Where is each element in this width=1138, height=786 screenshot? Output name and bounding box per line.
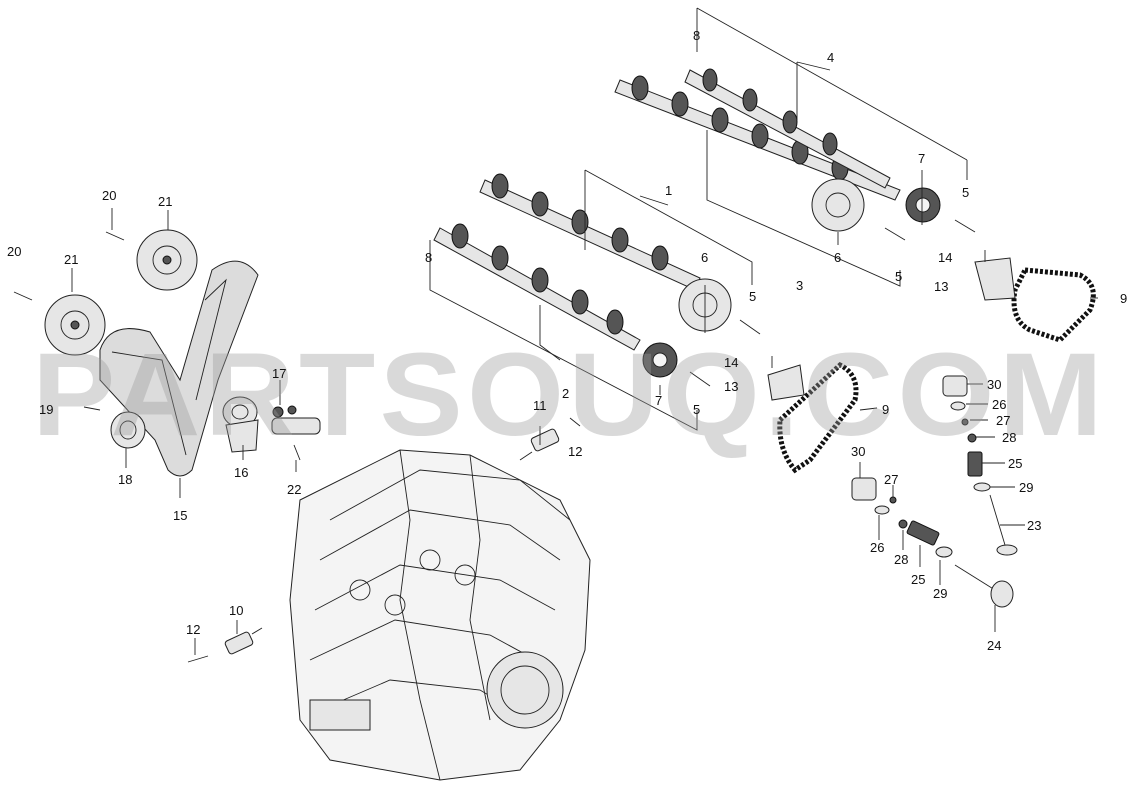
- callout-3[interactable]: 3: [796, 278, 803, 293]
- callout-14[interactable]: 14: [724, 355, 738, 370]
- camshaft-lower-rear[interactable]: [479, 173, 701, 291]
- idler-bolt[interactable]: [83, 406, 101, 411]
- bolt[interactable]: [689, 371, 711, 387]
- watermark-text: PARTSOUQ.COM: [32, 329, 1107, 461]
- callout-27[interactable]: 27: [996, 413, 1010, 428]
- timing-chain-right[interactable]: [1011, 267, 1096, 343]
- callout-5[interactable]: 5: [895, 269, 902, 284]
- callout-23[interactable]: 23: [1027, 518, 1041, 533]
- callout-24[interactable]: 24: [987, 638, 1001, 653]
- valve-spring-upper[interactable]: [967, 451, 983, 477]
- tensioner-bolt[interactable]: [293, 444, 301, 461]
- camshaft-upper-rear[interactable]: [614, 75, 901, 201]
- camshaft-pulley-lower[interactable]: [44, 294, 106, 356]
- callout-12[interactable]: 12: [186, 622, 200, 637]
- spring-seat[interactable]: [973, 482, 991, 492]
- engine-block[interactable]: [289, 449, 591, 781]
- tappet-lower[interactable]: [851, 477, 877, 501]
- oil-control-valve-upper[interactable]: [519, 428, 560, 461]
- callout-12[interactable]: 12: [568, 444, 582, 459]
- callout-25[interactable]: 25: [911, 572, 925, 587]
- callout-20[interactable]: 20: [102, 188, 116, 203]
- ocv-bolt[interactable]: [187, 655, 209, 663]
- callout-25[interactable]: 25: [1008, 456, 1022, 471]
- intake-valve[interactable]: [989, 494, 1018, 556]
- tensioner-arm[interactable]: [271, 405, 321, 435]
- callout-13[interactable]: 13: [934, 279, 948, 294]
- callout-30[interactable]: 30: [987, 377, 1001, 392]
- camshaft-pulley-upper[interactable]: [136, 229, 198, 291]
- callout-5[interactable]: 5: [962, 185, 969, 200]
- valve-cotter[interactable]: [961, 418, 969, 426]
- callout-20[interactable]: 20: [7, 244, 21, 259]
- tappet-upper[interactable]: [942, 375, 968, 397]
- callout-14[interactable]: 14: [938, 250, 952, 265]
- bolt[interactable]: [884, 227, 906, 241]
- camshaft-upper-front[interactable]: [684, 68, 891, 189]
- chain-tensioner-upper[interactable]: [974, 257, 1016, 301]
- cam-sprocket-upper[interactable]: [905, 187, 941, 223]
- valve-spring-lower[interactable]: [906, 520, 940, 546]
- callout-21[interactable]: 21: [64, 252, 78, 267]
- callout-7[interactable]: 7: [655, 393, 662, 408]
- valve-stem-seal[interactable]: [898, 519, 908, 529]
- callout-17[interactable]: 17: [272, 366, 286, 381]
- leader-lines: [71, 7, 1098, 655]
- callout-7[interactable]: 7: [918, 151, 925, 166]
- pulley-bolt[interactable]: [105, 231, 125, 241]
- callout-30[interactable]: 30: [851, 444, 865, 459]
- callout-5[interactable]: 5: [749, 289, 756, 304]
- timing-chain-left[interactable]: [777, 361, 859, 474]
- oil-control-valve-lower[interactable]: [224, 627, 263, 655]
- callout-6[interactable]: 6: [701, 250, 708, 265]
- callout-27[interactable]: 27: [884, 472, 898, 487]
- callout-6[interactable]: 6: [834, 250, 841, 265]
- callout-26[interactable]: 26: [870, 540, 884, 555]
- callout-2[interactable]: 2: [562, 386, 569, 401]
- callout-22[interactable]: 22: [287, 482, 301, 497]
- pulley-bolt[interactable]: [13, 291, 33, 301]
- callout-16[interactable]: 16: [234, 465, 248, 480]
- idler-pulley[interactable]: [110, 411, 146, 449]
- exhaust-valve[interactable]: [954, 564, 1014, 608]
- retainer[interactable]: [874, 505, 890, 515]
- callout-26[interactable]: 26: [992, 397, 1006, 412]
- callout-29[interactable]: 29: [1019, 480, 1033, 495]
- cam-sprocket-lower[interactable]: [642, 342, 678, 378]
- callout-labels: 1 2 3 4 5 5 5 5 6 6 7 7 8 8 9 9 10 11 12…: [7, 28, 1127, 653]
- callout-19[interactable]: 19: [39, 402, 53, 417]
- callout-15[interactable]: 15: [173, 508, 187, 523]
- callout-4[interactable]: 4: [827, 50, 834, 65]
- callout-28[interactable]: 28: [894, 552, 908, 567]
- callout-28[interactable]: 28: [1002, 430, 1016, 445]
- callout-29[interactable]: 29: [933, 586, 947, 601]
- valve-stem-seal[interactable]: [967, 433, 977, 443]
- bolt[interactable]: [954, 219, 976, 233]
- cvvt-sprocket-upper[interactable]: [811, 178, 865, 232]
- camshaft-lower-front[interactable]: [433, 223, 641, 351]
- callout-10[interactable]: 10: [229, 603, 243, 618]
- callout-5[interactable]: 5: [693, 402, 700, 417]
- callout-13[interactable]: 13: [724, 379, 738, 394]
- callout-21[interactable]: 21: [158, 194, 172, 209]
- callout-11[interactable]: 11: [533, 398, 547, 413]
- retainer[interactable]: [950, 401, 966, 411]
- callout-8[interactable]: 8: [425, 250, 432, 265]
- callout-8[interactable]: 8: [693, 28, 700, 43]
- callout-1[interactable]: 1: [665, 183, 672, 198]
- callout-9[interactable]: 9: [882, 402, 889, 417]
- belt-tensioner[interactable]: [222, 396, 259, 453]
- chain-tensioner-lower[interactable]: [767, 364, 805, 401]
- spring-seat[interactable]: [935, 546, 953, 558]
- callout-18[interactable]: 18: [118, 472, 132, 487]
- valve-cotter[interactable]: [889, 496, 897, 504]
- ocv-bolt[interactable]: [569, 417, 581, 427]
- callout-9[interactable]: 9: [1120, 291, 1127, 306]
- bolt[interactable]: [739, 319, 761, 335]
